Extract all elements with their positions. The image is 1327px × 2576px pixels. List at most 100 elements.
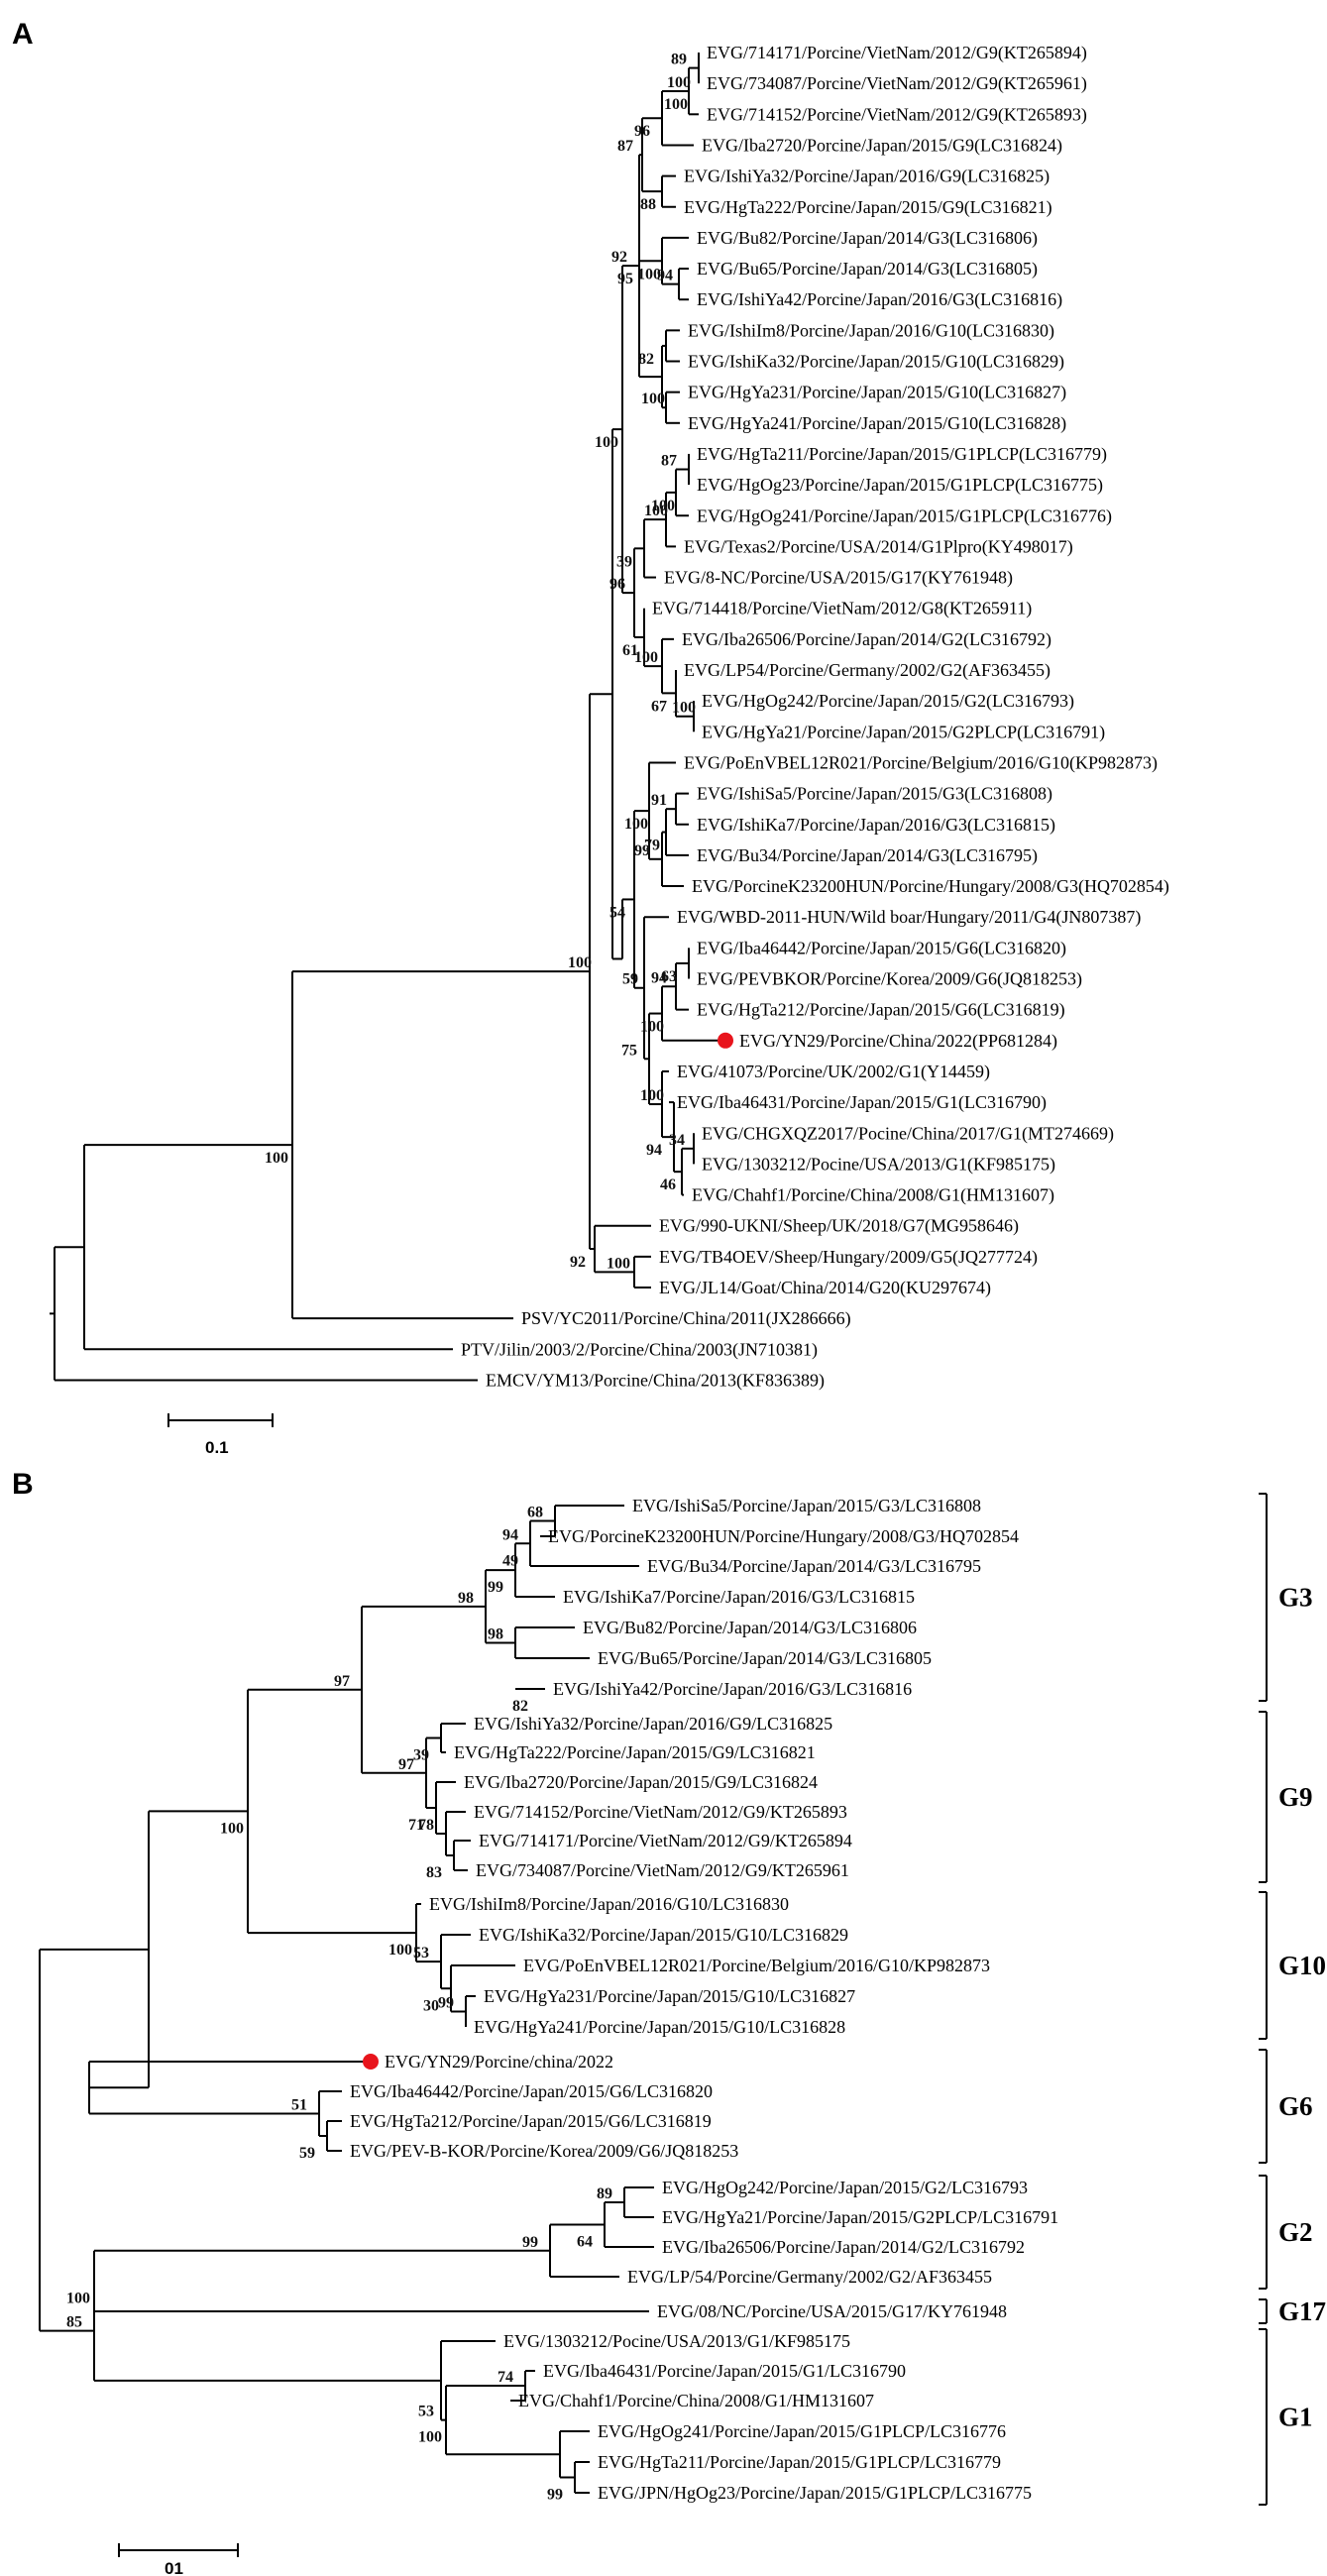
group-label: G2 bbox=[1278, 2217, 1313, 2247]
leaf-label-a: EVG/WBD-2011-HUN/Wild boar/Hungary/2011/… bbox=[677, 907, 1141, 928]
leaf-label-b: EVG/IshiYa42/Porcine/Japan/2016/G3/LC316… bbox=[553, 1679, 912, 1699]
bootstrap-value-a: 59 bbox=[622, 971, 638, 988]
bootstrap-value-a: 100 bbox=[607, 1255, 630, 1272]
bootstrap-value-a: 79 bbox=[644, 838, 660, 854]
leaf-label-a: PTV/Jilin/2003/2/Porcine/China/2003(JN71… bbox=[461, 1339, 818, 1360]
leaf-label-a: EVG/YN29/Porcine/China/2022(PP681284) bbox=[739, 1031, 1057, 1052]
panel-b-label: B bbox=[12, 1468, 34, 1501]
leaf-label-a: EMCV/YM13/Porcine/China/2013(KF836389) bbox=[486, 1370, 825, 1391]
leaf-label-a: EVG/Bu34/Porcine/Japan/2014/G3(LC316795) bbox=[697, 845, 1038, 866]
leaf-label-b: EVG/Iba46431/Porcine/Japan/2015/G1/LC316… bbox=[543, 2361, 906, 2381]
leaf-label-b: EVG/IshiKa7/Porcine/Japan/2016/G3/LC3168… bbox=[563, 1587, 915, 1607]
leaf-label-b: EVG/1303212/Pocine/USA/2013/G1/KF985175 bbox=[503, 2331, 850, 2351]
leaf-label-a: EVG/IshiYa32/Porcine/Japan/2016/G9(LC316… bbox=[684, 167, 1050, 187]
group-label: G17 bbox=[1278, 2296, 1326, 2326]
leaf-label-b: EVG/714152/Porcine/VietNam/2012/G9/KT265… bbox=[474, 1802, 847, 1822]
leaf-label-a: EVG/HgYa241/Porcine/Japan/2015/G10(LC316… bbox=[688, 413, 1066, 434]
bootstrap-value-b: 39 bbox=[413, 1747, 429, 1764]
bootstrap-value-b: 74 bbox=[498, 2369, 513, 2386]
bootstrap-value-b: 99 bbox=[438, 1995, 454, 2012]
group-label: G9 bbox=[1278, 1782, 1313, 1812]
bootstrap-value-a: 99 bbox=[634, 842, 650, 859]
bootstrap-value-a: 100 bbox=[672, 700, 696, 717]
bootstrap-value-b: 100 bbox=[220, 1820, 244, 1837]
bootstrap-value-a: 54 bbox=[609, 904, 625, 921]
bootstrap-value-b: 94 bbox=[502, 1526, 518, 1543]
bootstrap-value-b: 68 bbox=[527, 1505, 543, 1521]
bootstrap-value-b: 83 bbox=[426, 1864, 442, 1881]
bootstrap-value-b: 99 bbox=[547, 2487, 563, 2504]
bootstrap-value-a: 100 bbox=[641, 391, 665, 407]
bootstrap-value-b: 71 bbox=[408, 1817, 424, 1834]
bootstrap-value-a: 82 bbox=[638, 351, 654, 368]
leaf-label-b: EVG/HgTa212/Porcine/Japan/2015/G6/LC3168… bbox=[350, 2111, 712, 2131]
highlight-marker bbox=[718, 1032, 733, 1049]
group-label: G6 bbox=[1278, 2091, 1313, 2121]
leaf-label-b: EVG/PEV-B-KOR/Porcine/Korea/2009/G6/JQ81… bbox=[350, 2141, 738, 2161]
leaf-label-a: EVG/8-NC/Porcine/USA/2015/G17(KY761948) bbox=[664, 568, 1013, 589]
bootstrap-value-a: 87 bbox=[661, 453, 677, 470]
bootstrap-value-b: 89 bbox=[597, 2185, 612, 2202]
leaf-label-a: EVG/IshiSa5/Porcine/Japan/2015/G3(LC3168… bbox=[697, 784, 1052, 805]
bootstrap-value-a: 100 bbox=[634, 649, 658, 666]
scale-bar-label-a: 0.1 bbox=[205, 1438, 229, 1457]
leaf-label-b: EVG/IshiYa32/Porcine/Japan/2016/G9/LC316… bbox=[474, 1714, 832, 1734]
bootstrap-value-a: 92 bbox=[611, 249, 627, 266]
leaf-label-b: EVG/HgYa241/Porcine/Japan/2015/G10/LC316… bbox=[474, 2017, 845, 2037]
leaf-label-a: EVG/HgOg23/Porcine/Japan/2015/G1PLCP(LC3… bbox=[697, 475, 1103, 496]
leaf-label-a: EVG/CHGXQZ2017/Pocine/China/2017/G1(MT27… bbox=[702, 1123, 1114, 1144]
leaf-label-b: EVG/Bu34/Porcine/Japan/2014/G3/LC316795 bbox=[647, 1556, 981, 1576]
panel-b: B EVG/IshiSa5/Porcine/Japan/2015/G3/LC31… bbox=[12, 1468, 1326, 2576]
bootstrap-value-a: 100 bbox=[664, 96, 688, 113]
bootstrap-value-a: 61 bbox=[622, 642, 638, 659]
leaf-label-a: EVG/714171/Porcine/VietNam/2012/G9(KT265… bbox=[707, 43, 1087, 63]
group-label: G1 bbox=[1278, 2403, 1313, 2432]
bootstrap-value-b: 100 bbox=[66, 2290, 90, 2306]
leaf-label-a: EVG/HgTa212/Porcine/Japan/2015/G6(LC3168… bbox=[697, 1000, 1065, 1021]
bootstrap-value-a: 100 bbox=[651, 498, 675, 514]
leaf-label-a: EVG/HgOg242/Porcine/Japan/2015/G2(LC3167… bbox=[702, 691, 1074, 712]
leaf-label-b: EVG/HgYa21/Porcine/Japan/2015/G2PLCP/LC3… bbox=[662, 2207, 1058, 2227]
bootstrap-value-a: 67 bbox=[651, 698, 667, 715]
leaf-label-a: EVG/41073/Porcine/UK/2002/G1(Y14459) bbox=[677, 1062, 990, 1082]
leaf-label-a: EVG/IshiKa7/Porcine/Japan/2016/G3(LC3168… bbox=[697, 815, 1055, 836]
leaf-label-a: EVG/HgOg241/Porcine/Japan/2015/G1PLCP(LC… bbox=[697, 505, 1112, 526]
leaf-label-a: EVG/Chahf1/Porcine/China/2008/G1(HM13160… bbox=[692, 1185, 1054, 1206]
bootstrap-value-a: 91 bbox=[651, 792, 667, 809]
bootstrap-value-a: 100 bbox=[640, 1087, 664, 1104]
leaf-label-b: EVG/IshiIm8/Porcine/Japan/2016/G10/LC316… bbox=[429, 1894, 789, 1914]
leaf-label-b: EVG/714171/Porcine/VietNam/2012/G9/KT265… bbox=[479, 1831, 852, 1850]
bootstrap-value-a: 63 bbox=[661, 968, 677, 985]
panel-a-label: A bbox=[12, 18, 34, 51]
leaf-label-b: EVG/LP/54/Porcine/Germany/2002/G2/AF3634… bbox=[627, 2267, 992, 2287]
bootstrap-value-a: 39 bbox=[616, 553, 632, 570]
bootstrap-value-a: 46 bbox=[660, 1176, 676, 1193]
leaf-label-b: EVG/IshiKa32/Porcine/Japan/2015/G10/LC31… bbox=[479, 1925, 848, 1945]
bootstrap-value-b: 78 bbox=[418, 1817, 434, 1834]
leaf-label-b: EVG/HgOg242/Porcine/Japan/2015/G2/LC3167… bbox=[662, 2178, 1028, 2197]
leaf-label-b: EVG/Iba46442/Porcine/Japan/2015/G6/LC316… bbox=[350, 2081, 713, 2101]
bootstrap-value-b: 99 bbox=[488, 1579, 503, 1596]
bootstrap-value-b: 97 bbox=[334, 1673, 350, 1690]
leaf-label-b: EVG/Iba26506/Porcine/Japan/2014/G2/LC316… bbox=[662, 2237, 1025, 2257]
bootstrap-value-a: 89 bbox=[671, 52, 687, 68]
bootstrap-value-a: 94 bbox=[657, 268, 673, 284]
leaf-label-a: EVG/LP54/Porcine/Germany/2002/G2(AF36345… bbox=[684, 660, 1051, 681]
leaf-label-a: EVG/1303212/Pocine/USA/2013/G1(KF985175) bbox=[702, 1154, 1055, 1175]
leaf-label-a: EVG/Iba46431/Porcine/Japan/2015/G1(LC316… bbox=[677, 1092, 1047, 1113]
leaf-label-a: EVG/Texas2/Porcine/USA/2014/G1Plpro(KY49… bbox=[684, 536, 1073, 557]
bootstrap-value-b: 82 bbox=[512, 1698, 528, 1715]
bootstrap-value-a: 87 bbox=[617, 138, 633, 155]
bootstrap-value-b: 53 bbox=[418, 2404, 434, 2420]
leaf-label-b: EVG/IshiSa5/Porcine/Japan/2015/G3/LC3168… bbox=[632, 1496, 981, 1515]
bootstrap-value-b: 98 bbox=[488, 1626, 503, 1643]
bootstrap-value-a: 94 bbox=[646, 1142, 662, 1159]
bootstrap-value-a: 100 bbox=[624, 816, 648, 833]
leaf-label-a: EVG/Iba2720/Porcine/Japan/2015/G9(LC3168… bbox=[702, 135, 1062, 156]
leaf-label-a: EVG/HgYa231/Porcine/Japan/2015/G10(LC316… bbox=[688, 383, 1066, 403]
bootstrap-value-a: 75 bbox=[621, 1042, 637, 1059]
leaf-label-b: EVG/PorcineK23200HUN/Porcine/Hungary/200… bbox=[548, 1526, 1019, 1546]
scale-bar-label-b: 01 bbox=[165, 2559, 183, 2576]
leaf-label-a: EVG/HgYa21/Porcine/Japan/2015/G2PLCP(LC3… bbox=[702, 722, 1105, 742]
